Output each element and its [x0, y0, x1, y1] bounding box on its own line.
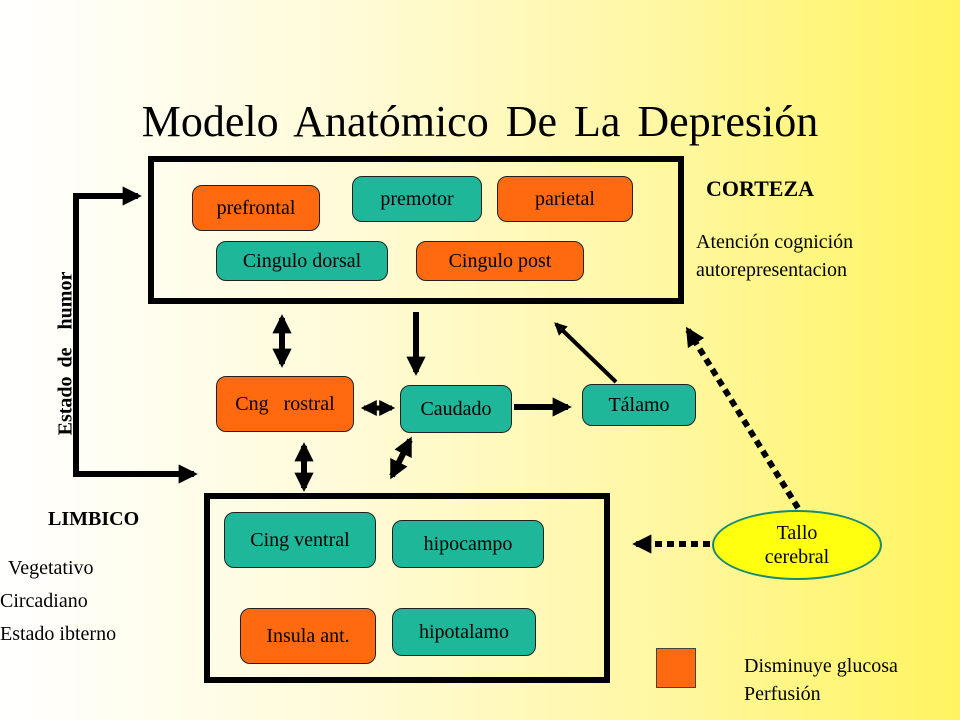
limbico-description-line-2: Circadiano: [0, 590, 88, 612]
tallo-corteza-dotted-arrow: [685, 326, 801, 510]
limbico-label: LIMBICO: [48, 508, 140, 530]
cingulo-dorsal-box: Cingulo dorsal: [216, 241, 388, 281]
prefrontal-box: prefrontal: [192, 185, 320, 231]
legend-line-2: Perfusión: [744, 683, 821, 705]
caudado-box: Caudado: [400, 385, 512, 433]
legend-line-1: Disminuye glucosa: [744, 655, 898, 677]
cingulo-post-box: Cingulo post: [416, 241, 584, 281]
corteza-label: CORTEZA: [706, 176, 815, 201]
caudado-limbico-arrow: [389, 436, 413, 480]
cing-ventral-box: Cing ventral: [224, 512, 376, 568]
hipocampo-box: hipocampo: [392, 520, 544, 568]
legend-swatch: [656, 648, 696, 688]
tallo-cerebral-line-2: cerebral: [764, 546, 830, 568]
corteza-description-line-1: Atención cognición: [696, 231, 854, 253]
limbico-description-line-1: Vegetativo: [8, 557, 94, 579]
tallo-cerebral-line-1: Tallo: [776, 522, 818, 544]
insula-ant-box: Insula ant.: [240, 608, 376, 664]
parietal-box: parietal: [497, 176, 633, 222]
talamo-corteza-arrow: [554, 322, 618, 384]
corteza-description-line-2: autorepresentacion: [696, 259, 848, 281]
premotor-box: premotor: [352, 176, 482, 222]
limbico-region: [204, 493, 610, 683]
cng-rostral-box: Cng rostral: [216, 376, 354, 432]
talamo-box: Tálamo: [582, 384, 696, 426]
corteza-region: [148, 156, 684, 304]
limbico-description-line-3: Estado ibterno: [0, 623, 117, 645]
page-title: Modelo Anatómico De La Depresión: [141, 97, 819, 146]
hipotalamo-box: hipotalamo: [392, 608, 536, 656]
tallo-cerebral-oval: Tallo cerebral: [712, 510, 882, 580]
